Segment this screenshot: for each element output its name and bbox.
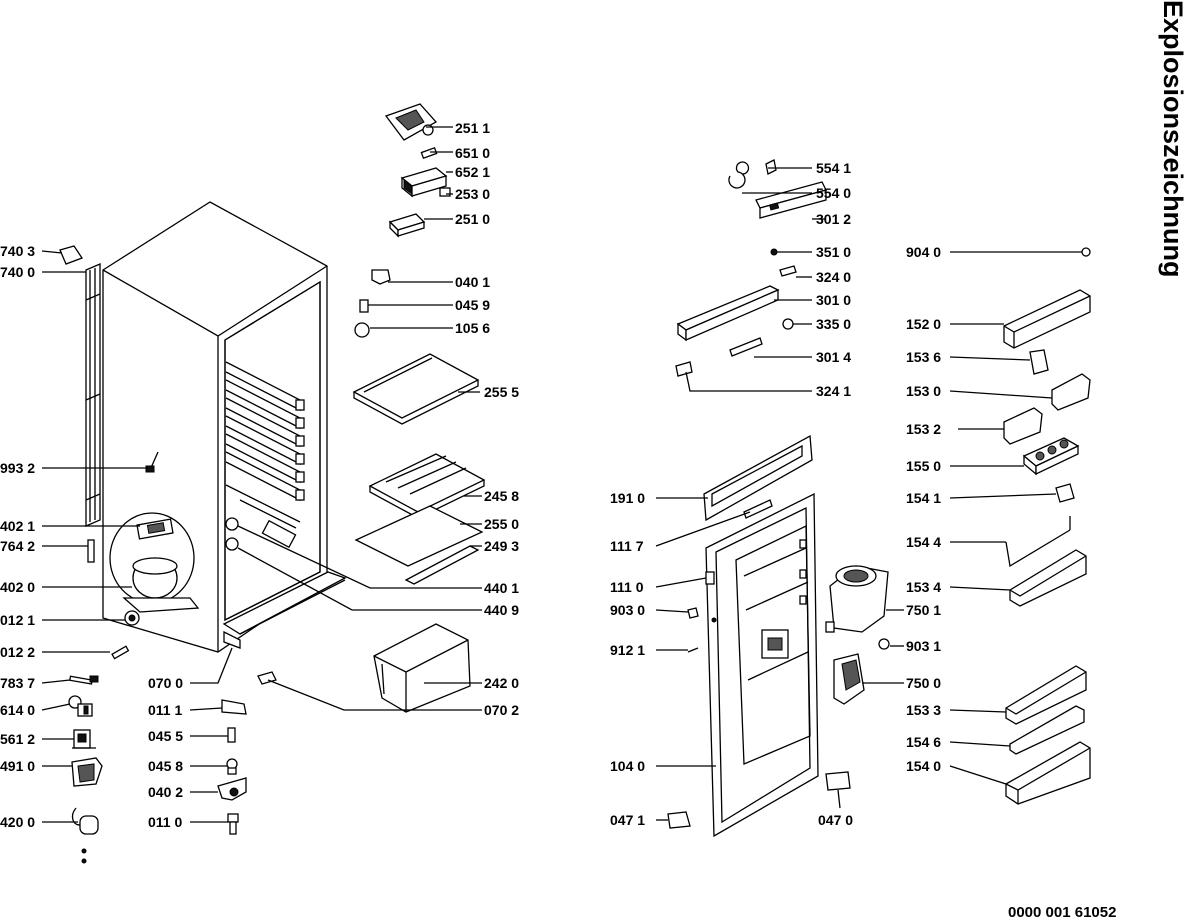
part-label: 491 0 bbox=[0, 758, 36, 774]
part-label: 324 1 bbox=[816, 383, 852, 399]
part-label: 045 8 bbox=[148, 758, 184, 774]
evaporator-plates bbox=[225, 361, 305, 502]
part-label: 070 2 bbox=[484, 702, 520, 718]
drawing-title: Explosionszeichnung bbox=[1158, 0, 1188, 278]
part-label: 111 7 bbox=[610, 538, 644, 554]
part-label: 912 1 bbox=[610, 642, 646, 658]
part-label: 154 0 bbox=[906, 758, 942, 774]
part-label: 242 0 bbox=[484, 675, 520, 691]
part-label: 047 0 bbox=[818, 812, 854, 828]
part-label: 111 0 bbox=[610, 579, 644, 595]
part-label: 440 1 bbox=[484, 580, 520, 596]
part-label: 301 0 bbox=[816, 292, 852, 308]
part-label: 047 1 bbox=[610, 812, 646, 828]
part-label: 155 0 bbox=[906, 458, 942, 474]
water-tank bbox=[825, 565, 889, 705]
crisper-drawer bbox=[373, 623, 471, 713]
part-label: 153 4 bbox=[906, 579, 942, 595]
part-label: 040 1 bbox=[455, 274, 491, 290]
fridge-door bbox=[703, 434, 819, 838]
part-label: 253 0 bbox=[455, 186, 491, 202]
fridge-cabinet bbox=[102, 201, 347, 653]
part-label: 764 2 bbox=[0, 538, 36, 554]
part-label: 154 4 bbox=[906, 534, 942, 550]
part-label: 255 5 bbox=[484, 384, 520, 400]
small-parts-center bbox=[217, 671, 277, 835]
part-label: 301 2 bbox=[816, 211, 852, 227]
part-label: 249 3 bbox=[484, 538, 520, 554]
part-label: 153 2 bbox=[906, 421, 942, 437]
part-label: 153 0 bbox=[906, 383, 942, 399]
part-label: 301 4 bbox=[816, 349, 852, 365]
part-label: 750 0 bbox=[906, 675, 942, 691]
part-label: 070 0 bbox=[148, 675, 184, 691]
part-label: 154 6 bbox=[906, 734, 942, 750]
part-label: 251 0 bbox=[455, 211, 491, 227]
small-parts-left bbox=[59, 245, 159, 864]
door-top-parts bbox=[675, 159, 827, 377]
part-label: 614 0 bbox=[0, 702, 36, 718]
part-label: 153 3 bbox=[906, 702, 942, 718]
part-label: 105 6 bbox=[455, 320, 491, 336]
part-label: 750 1 bbox=[906, 602, 942, 618]
part-label: 402 0 bbox=[0, 579, 36, 595]
part-label: 740 0 bbox=[0, 264, 36, 280]
compressor bbox=[109, 512, 200, 613]
part-label: 554 0 bbox=[816, 185, 852, 201]
part-label: 651 0 bbox=[455, 145, 491, 161]
part-label: 152 0 bbox=[906, 316, 942, 332]
part-label: 903 1 bbox=[906, 638, 942, 654]
part-label: 783 7 bbox=[0, 675, 36, 691]
part-label: 011 1 bbox=[148, 702, 183, 718]
part-label: 045 5 bbox=[148, 728, 184, 744]
part-label: 040 2 bbox=[148, 784, 184, 800]
part-label: 402 1 bbox=[0, 518, 36, 534]
part-label: 245 8 bbox=[484, 488, 520, 504]
part-label: 904 0 bbox=[906, 244, 942, 260]
part-label: 335 0 bbox=[816, 316, 852, 332]
part-label: 255 0 bbox=[484, 516, 520, 532]
part-label: 903 0 bbox=[610, 602, 646, 618]
thermostat-parts bbox=[354, 103, 451, 338]
door-small-parts bbox=[667, 607, 890, 829]
document-number: 0000 001 61052 bbox=[1008, 904, 1117, 921]
part-label: 012 1 bbox=[0, 612, 36, 628]
part-label: 011 0 bbox=[148, 814, 183, 830]
part-label: 351 0 bbox=[816, 244, 852, 260]
part-label: 153 6 bbox=[906, 349, 942, 365]
part-label: 324 0 bbox=[816, 269, 852, 285]
glass-shelves bbox=[352, 353, 486, 585]
door-bins bbox=[1003, 247, 1091, 805]
part-label: 554 1 bbox=[816, 160, 852, 176]
part-label: 251 1 bbox=[455, 120, 491, 136]
condenser bbox=[85, 263, 101, 527]
part-label: 045 9 bbox=[455, 297, 491, 313]
leader-lines bbox=[41, 126, 1082, 823]
part-label: 420 0 bbox=[0, 814, 36, 830]
part-label: 652 1 bbox=[455, 164, 491, 180]
part-label: 993 2 bbox=[0, 460, 36, 476]
part-label: 440 9 bbox=[484, 602, 520, 618]
part-label: 104 0 bbox=[610, 758, 646, 774]
part-label: 740 3 bbox=[0, 243, 36, 259]
part-label: 561 2 bbox=[0, 731, 36, 747]
part-label: 154 1 bbox=[906, 490, 942, 506]
part-label: 012 2 bbox=[0, 644, 36, 660]
part-label: 191 0 bbox=[610, 490, 646, 506]
